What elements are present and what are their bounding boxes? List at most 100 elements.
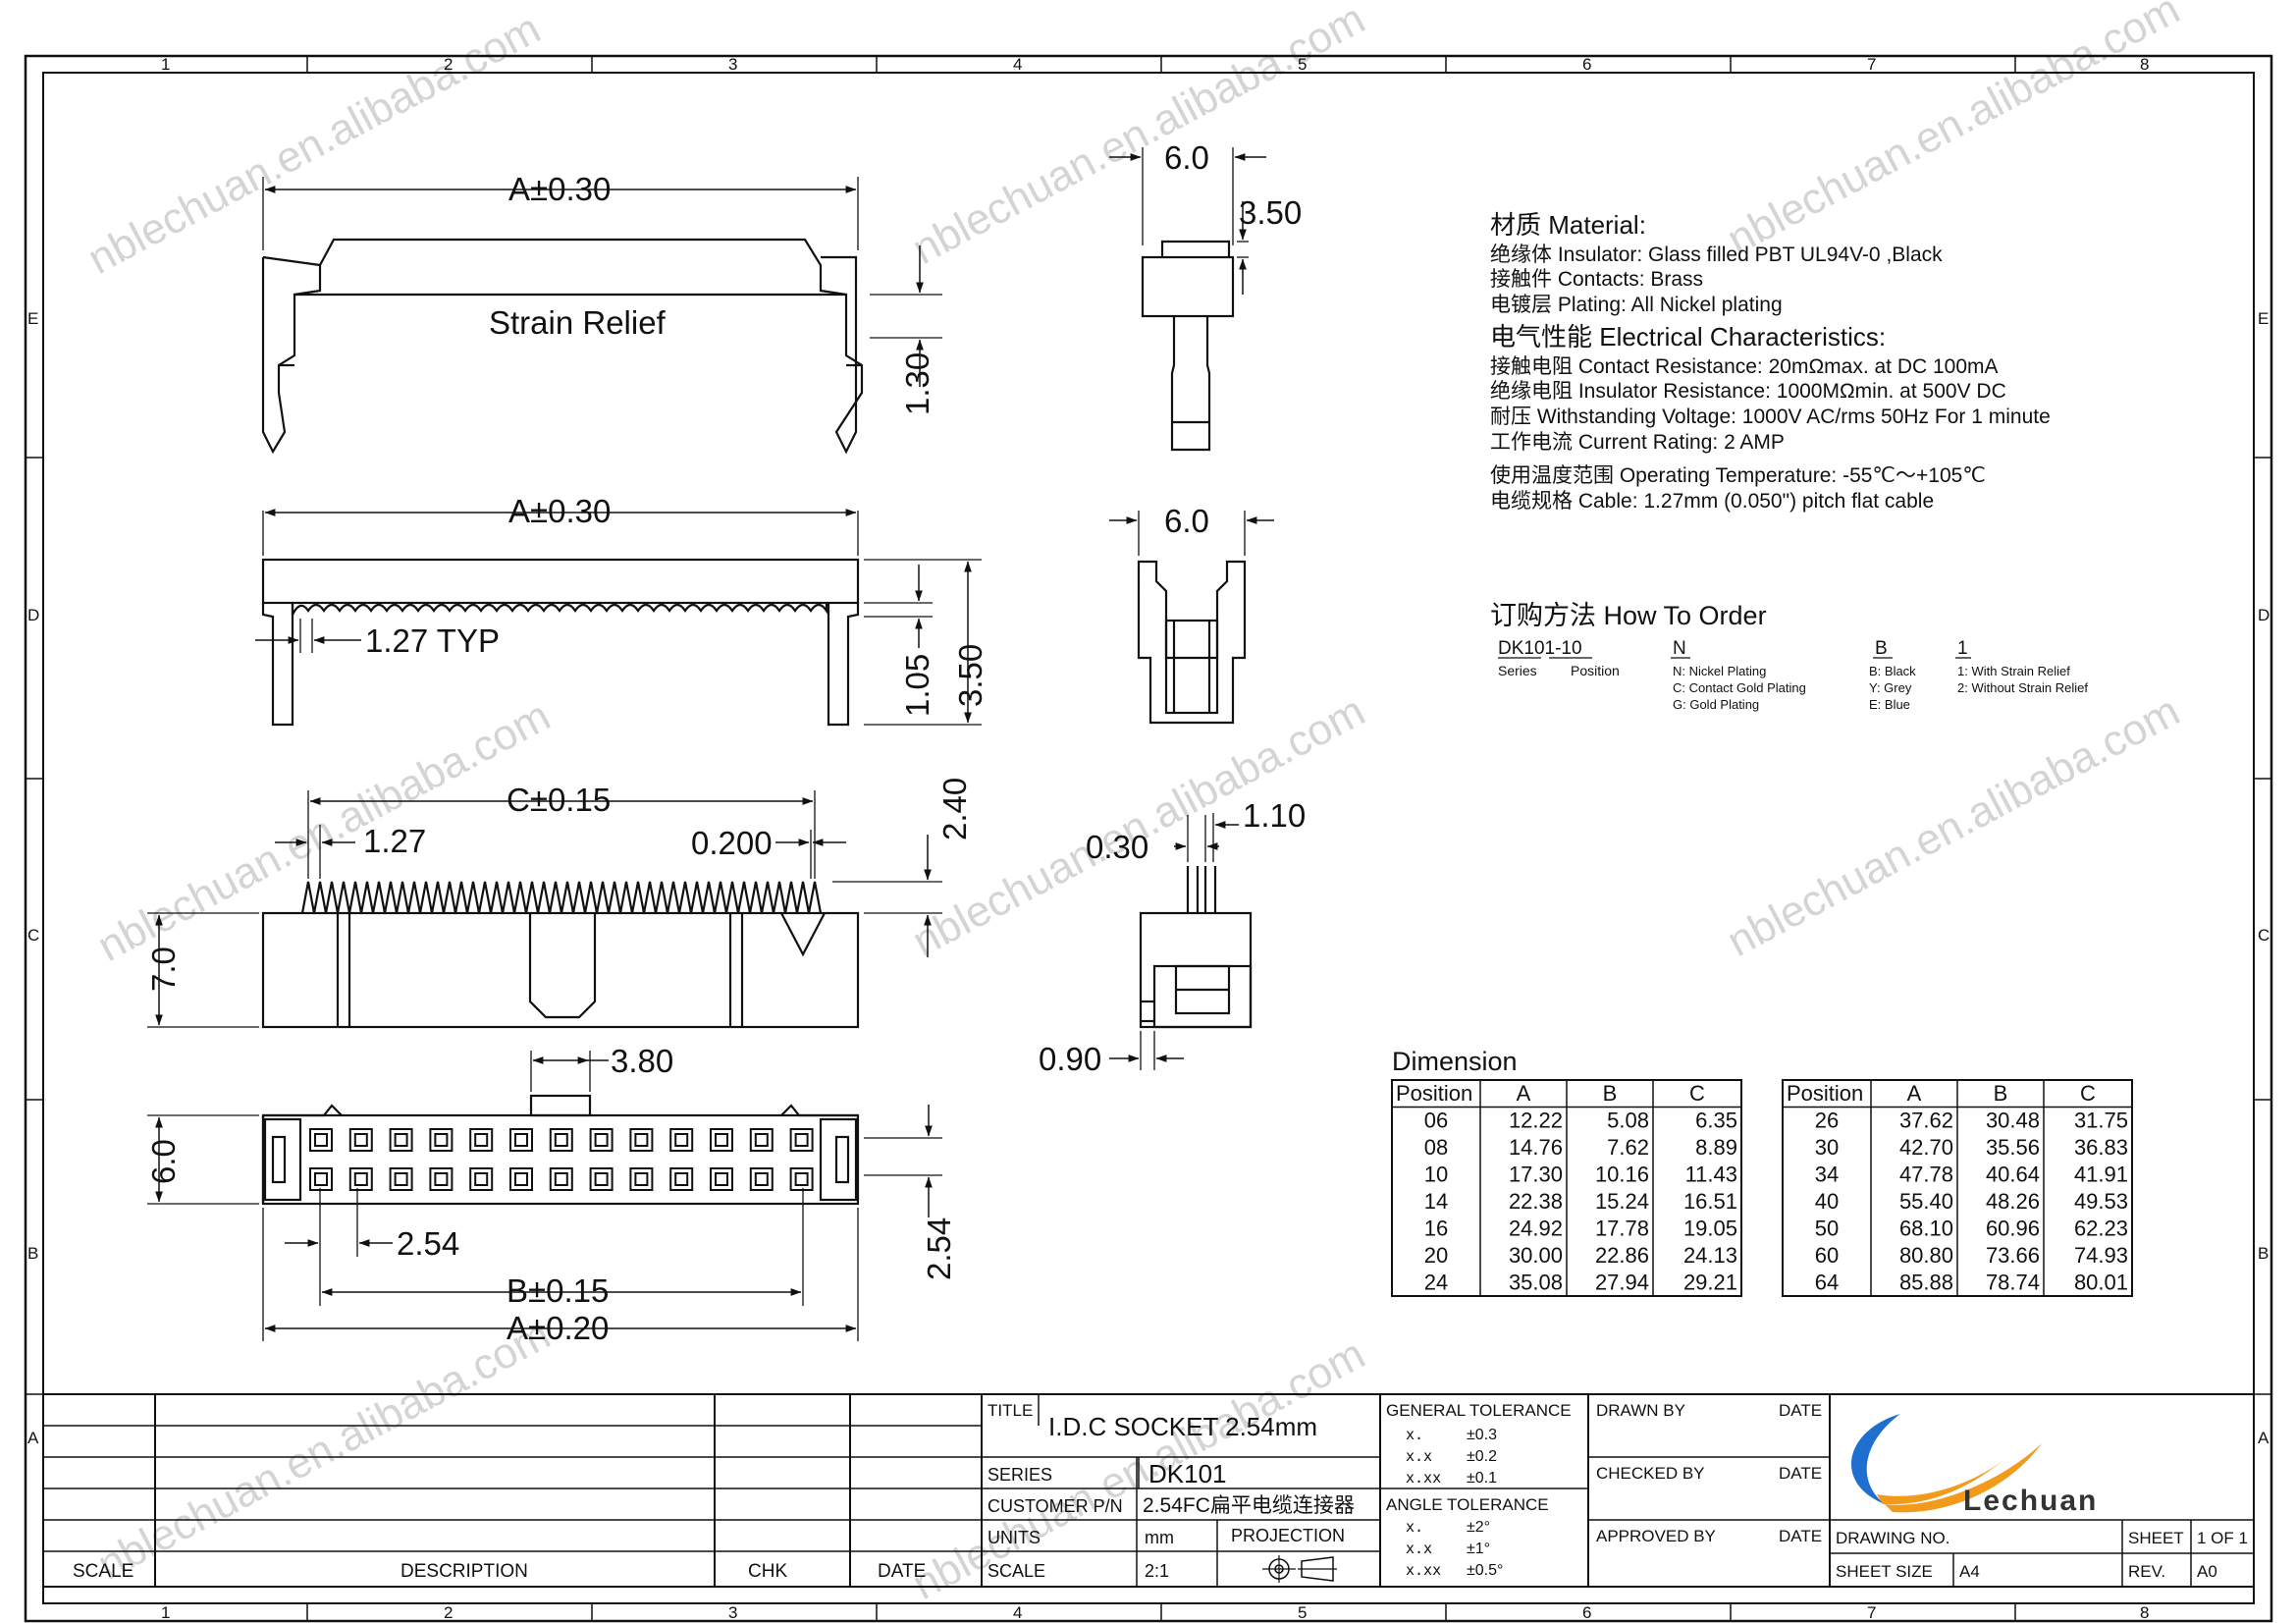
- watermark: nblechuan.en.alibaba.com: [1720, 686, 2188, 965]
- contact-hole-inner: [434, 1133, 449, 1147]
- units-value: mm: [1145, 1528, 1174, 1547]
- table-cell: 49.53: [2074, 1189, 2128, 1214]
- checked-by-label: CHECKED BY: [1596, 1464, 1705, 1483]
- front-view-labels: A±0.30 1.27 TYP 1.05 3.50: [365, 493, 988, 717]
- rev-label: REV.: [2128, 1562, 2165, 1581]
- dim-3-50-side1: 3.50: [1239, 194, 1302, 231]
- table-cell: 6.35: [1695, 1109, 1737, 1133]
- table-cell: 26: [1815, 1109, 1839, 1133]
- order-color-opt: Y: Grey: [1869, 680, 1912, 695]
- table-cell: 10: [1424, 1163, 1448, 1187]
- table-cell: 68.10: [1899, 1217, 1953, 1241]
- side-view-2-labels: 6.0: [1164, 503, 1209, 539]
- col-label: 5: [1298, 55, 1307, 74]
- chk-header: CHK: [748, 1561, 787, 1582]
- spec-plating: 电镀层 Plating: All Nickel plating: [1490, 294, 1783, 316]
- approved-by-label: APPROVED BY: [1596, 1527, 1716, 1545]
- contact-hole-inner: [754, 1172, 769, 1186]
- spec-contacts: 接触件 Contacts: Brass: [1490, 268, 1703, 291]
- col-label: 7: [1867, 55, 1876, 74]
- contact-hole: [749, 1167, 774, 1191]
- table-header: Position: [1787, 1081, 1863, 1106]
- order-relief-opt: 1: With Strain Relief: [1957, 664, 2070, 678]
- table-cell: 31.75: [2074, 1109, 2128, 1133]
- contact-hole-inner: [514, 1172, 528, 1186]
- spec-insulator-resistance: 绝缘电阻 Insulator Resistance: 1000MΩmin. at…: [1490, 380, 2006, 403]
- contact-hole: [469, 1128, 494, 1152]
- row-label: C: [2258, 926, 2269, 945]
- contact-hole: [348, 1167, 373, 1191]
- pins-view-labels: C±0.15 1.27 0.200 2.40 7.0: [145, 778, 973, 992]
- contact-hole: [549, 1128, 573, 1152]
- lechuan-logo: Lechuan: [1850, 1414, 2096, 1517]
- strain-relief-label: Strain Relief: [489, 304, 667, 341]
- approved-date-label: DATE: [1779, 1527, 1822, 1545]
- title-block-text: SCALE DESCRIPTION CHK DATE TITLE I.D.C S…: [73, 1401, 2248, 1582]
- top-view: [261, 177, 942, 455]
- order-position-label: Position: [1571, 663, 1620, 678]
- col-label: 6: [1582, 55, 1591, 74]
- table-cell: 22.38: [1509, 1189, 1563, 1214]
- table-cell: 40: [1815, 1189, 1839, 1214]
- gen-tol-key: x.: [1406, 1426, 1423, 1443]
- table-cell: 10.16: [1595, 1163, 1649, 1187]
- col-label: 1: [161, 55, 170, 74]
- contact-hole-inner: [594, 1172, 609, 1186]
- contact-hole-inner: [314, 1172, 328, 1186]
- watermark: nblechuan.en.alibaba.com: [90, 1310, 559, 1589]
- sheet-label: SHEET: [2128, 1529, 2184, 1547]
- gen-tol-val: ±0.2: [1467, 1448, 1497, 1465]
- table-cell: 40.64: [1986, 1163, 2040, 1187]
- contact-hole-inner: [514, 1133, 528, 1147]
- pins-view: [147, 790, 942, 1029]
- table-cell: 64: [1815, 1271, 1839, 1295]
- table-cell: 7.62: [1607, 1135, 1649, 1160]
- table-cell: 14: [1424, 1189, 1448, 1214]
- table-cell: 24.92: [1509, 1217, 1563, 1241]
- contact-hole-inner: [394, 1133, 408, 1147]
- side-view-3: [1109, 813, 1253, 1070]
- dim-2-40: 2.40: [936, 778, 973, 840]
- row-label: B: [27, 1244, 38, 1263]
- table-cell: 62.23: [2074, 1217, 2128, 1241]
- dim-0-200: 0.200: [691, 825, 773, 861]
- table-header: C: [2080, 1081, 2096, 1106]
- row-label: A: [27, 1429, 39, 1447]
- top-view-labels: A±0.30 Strain Relief 1.30: [489, 171, 935, 415]
- side-view-2: [1109, 511, 1274, 725]
- angle-tolerance-label: ANGLE TOLERANCE: [1386, 1495, 1549, 1514]
- contact-hole: [389, 1128, 413, 1152]
- table-cell: 11.43: [1685, 1163, 1737, 1187]
- contact-hole-inner: [394, 1172, 408, 1186]
- spec-contact-resistance: 接触电阻 Contact Resistance: 20mΩmax. at DC …: [1490, 355, 1999, 378]
- dim-2-54-v: 2.54: [921, 1217, 957, 1280]
- table-cell: 24: [1424, 1271, 1448, 1295]
- gen-tol-key: x.x: [1406, 1447, 1432, 1465]
- rev-value: A0: [2197, 1562, 2217, 1581]
- contact-hole-inner: [474, 1133, 489, 1147]
- scale-header: SCALE: [73, 1561, 133, 1582]
- sheet-value: 1 OF 1: [2197, 1529, 2248, 1547]
- side-view-3-labels: 1.10 0.30 0.90: [1039, 797, 1306, 1077]
- dim-3-80: 3.80: [611, 1043, 673, 1079]
- table-cell: 12.22: [1509, 1109, 1563, 1133]
- table-cell: 41.91: [2074, 1163, 2128, 1187]
- contact-hole: [509, 1128, 533, 1152]
- gen-tol-key: x.xx: [1406, 1469, 1441, 1487]
- table-cell: 30.48: [1986, 1109, 2040, 1133]
- table-cell: 55.40: [1899, 1189, 1953, 1214]
- row-label: D: [2258, 606, 2269, 624]
- table-cell: 27.94: [1595, 1271, 1649, 1295]
- table-cell: 36.83: [2074, 1135, 2128, 1160]
- dim-c: C±0.15: [507, 782, 611, 818]
- table-cell: 85.88: [1899, 1271, 1953, 1295]
- order-series-label: Series: [1498, 663, 1537, 678]
- contact-hole-inner: [674, 1172, 689, 1186]
- dimension-title: Dimension: [1392, 1047, 1518, 1076]
- sheet-border: [24, 54, 2273, 1623]
- dim-1-10: 1.10: [1243, 797, 1306, 834]
- table-header: Position: [1396, 1081, 1472, 1106]
